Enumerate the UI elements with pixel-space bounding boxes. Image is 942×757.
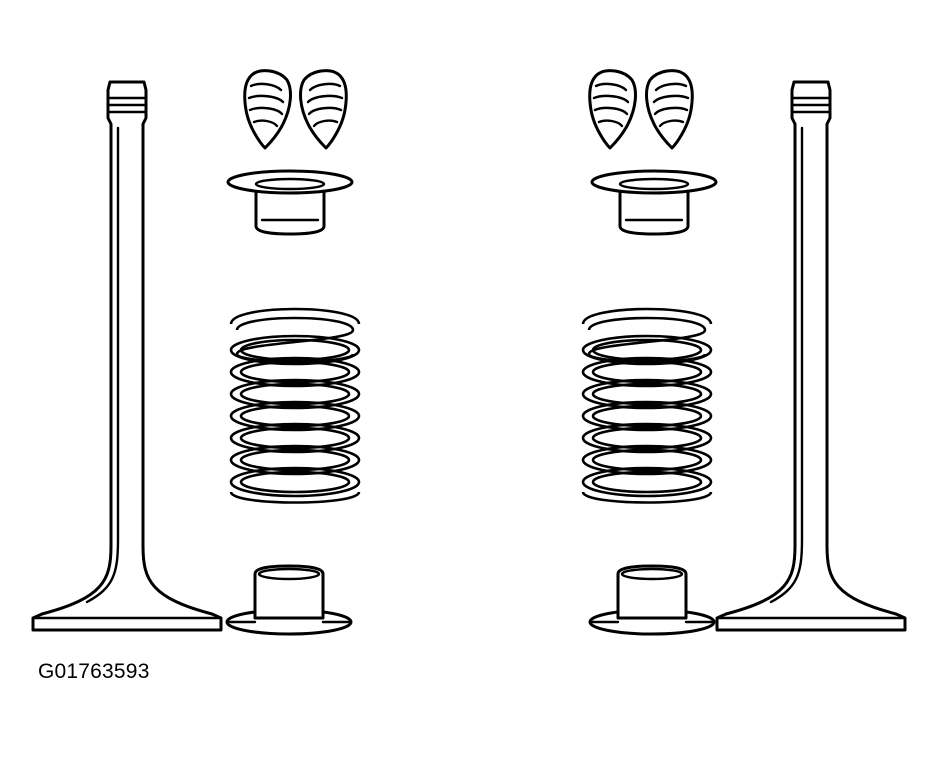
left-valve bbox=[31, 80, 223, 632]
right-keeper-a bbox=[588, 69, 637, 150]
right-spring-seat bbox=[588, 564, 716, 636]
left-keeper-a bbox=[243, 69, 292, 150]
left-valve-assembly bbox=[31, 69, 361, 636]
right-keeper-b bbox=[645, 69, 694, 150]
right-valve-assembly bbox=[581, 69, 907, 636]
left-keeper-b bbox=[299, 69, 348, 150]
right-spring-retainer bbox=[590, 169, 718, 236]
right-valve bbox=[715, 80, 907, 632]
left-spring-retainer bbox=[226, 169, 354, 236]
right-valve-spring bbox=[581, 307, 713, 504]
left-spring-seat bbox=[225, 564, 353, 636]
left-valve-spring bbox=[229, 307, 361, 504]
figure-id-label: G01763593 bbox=[38, 660, 150, 683]
